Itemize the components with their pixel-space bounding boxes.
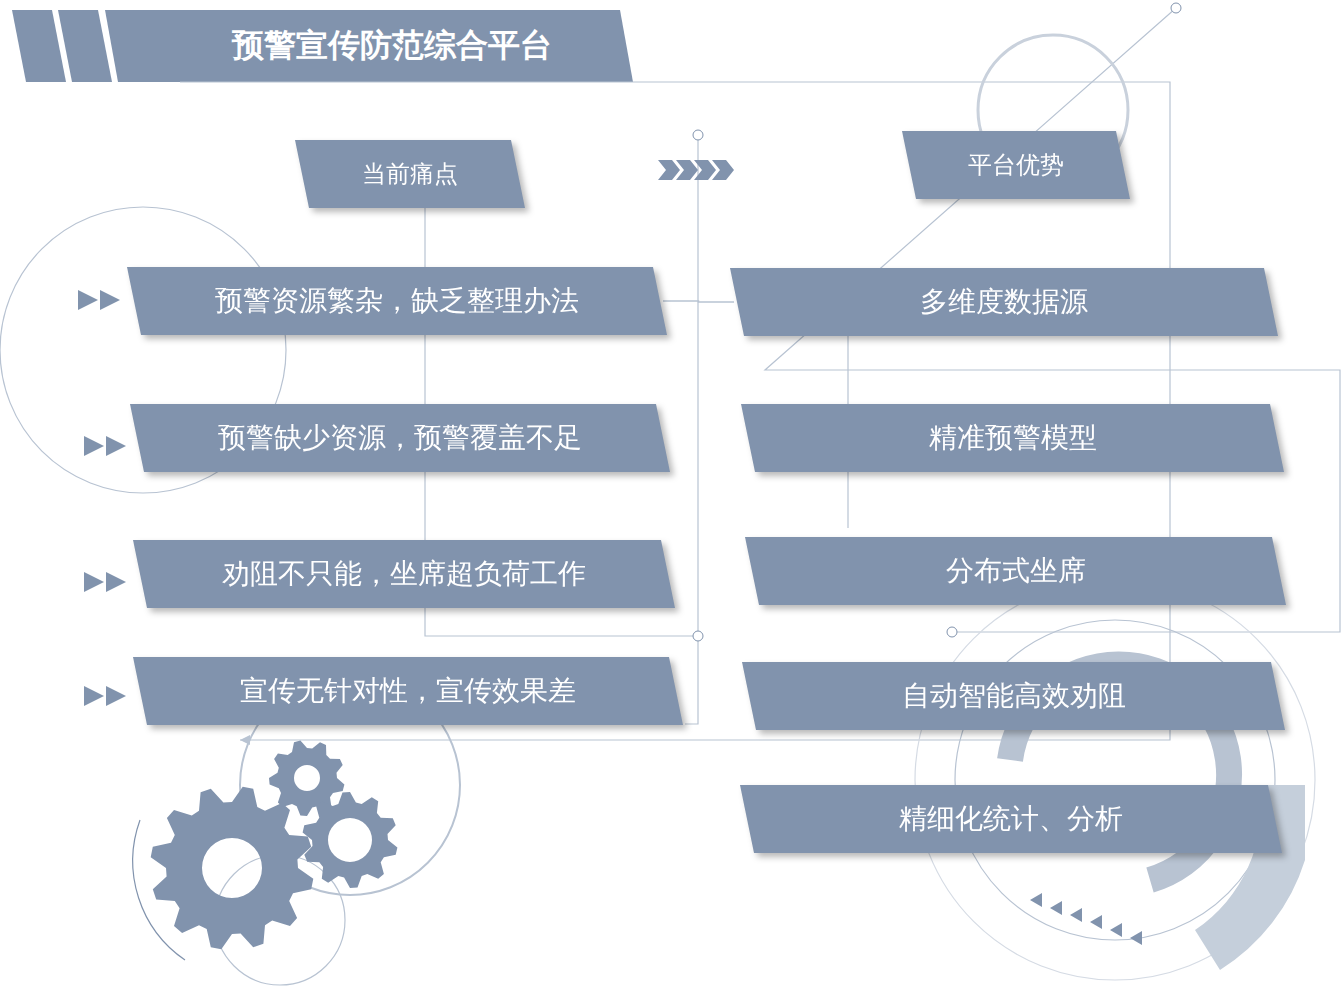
box-label: 劝阻不只能，坐席超负荷工作 <box>133 540 675 608</box>
parallelogram-box: 平台优势 <box>902 131 1130 199</box>
gear <box>269 741 344 816</box>
gear <box>151 787 314 950</box>
banner-stripe <box>58 10 112 82</box>
parallelogram-box: 自动智能高效劝阻 <box>742 662 1285 730</box>
parallelogram-box: 宣传无针对性，宣传效果差 <box>133 657 683 725</box>
parallelogram-box: 预警缺少资源，预警覆盖不足 <box>130 404 670 472</box>
dot <box>1171 3 1181 13</box>
box-label: 精细化统计、分析 <box>740 785 1282 853</box>
box-label: 宣传无针对性，宣传效果差 <box>133 657 683 725</box>
title-banner <box>105 10 633 82</box>
parallelogram-box: 劝阻不只能，坐席超负荷工作 <box>133 540 675 608</box>
dot <box>693 130 703 140</box>
arrow-tip <box>240 735 250 745</box>
box-label: 分布式坐席 <box>745 537 1286 605</box>
title-text: 预警宣传防范综合平台 <box>232 24 552 68</box>
box-label: 平台优势 <box>902 131 1130 199</box>
chevrons <box>78 160 734 706</box>
dot <box>693 631 703 641</box>
gears <box>151 741 398 950</box>
small-arrows <box>1030 893 1142 945</box>
gear <box>303 792 398 888</box>
box-label: 当前痛点 <box>295 140 525 208</box>
box-label: 自动智能高效劝阻 <box>742 662 1285 730</box>
banner-stripe <box>12 10 66 82</box>
parallelogram-box: 多维度数据源 <box>730 268 1278 336</box>
parallelogram-box: 预警资源繁杂，缺乏整理办法 <box>127 267 667 335</box>
parallelogram-box: 分布式坐席 <box>745 537 1286 605</box>
connector <box>663 301 734 302</box>
dot <box>947 627 957 637</box>
parallelogram-box: 精准预警模型 <box>741 404 1284 472</box>
box-label: 预警资源繁杂，缺乏整理办法 <box>127 267 667 335</box>
frame-lines <box>0 8 1340 985</box>
parallelogram-box: 当前痛点 <box>295 140 525 208</box>
box-label: 多维度数据源 <box>730 268 1278 336</box>
parallelogram-box: 精细化统计、分析 <box>740 785 1282 853</box>
box-label: 精准预警模型 <box>741 404 1284 472</box>
box-label: 预警缺少资源，预警覆盖不足 <box>130 404 670 472</box>
